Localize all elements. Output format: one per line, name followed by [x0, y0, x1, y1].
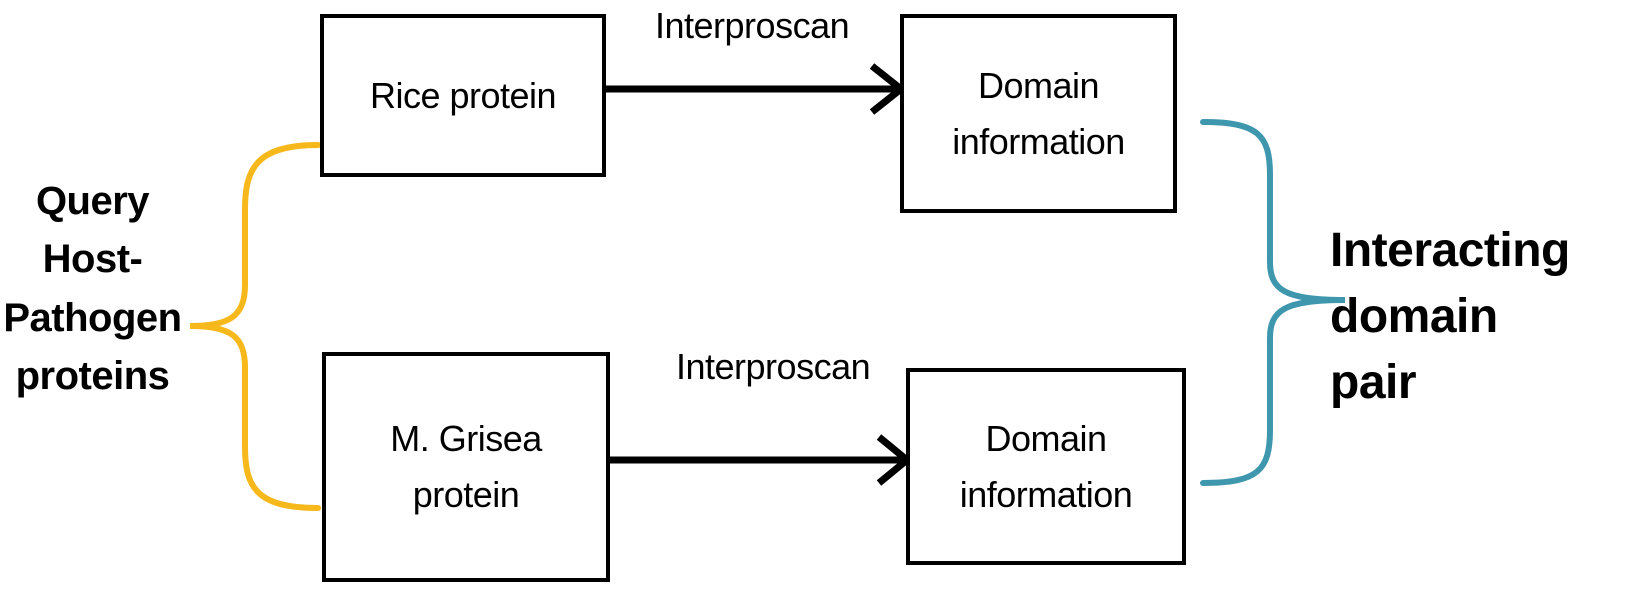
edge-label-bottom: Interproscan — [676, 346, 871, 387]
rice-domain-label-line2: information — [952, 120, 1125, 162]
rice-domain-info-box: Domain information — [900, 14, 1177, 213]
grisea-protein-box: M. Grisea protein — [322, 352, 610, 582]
query-label-line1: Query — [35, 179, 150, 223]
grisea-domain-label-line1: Domain — [985, 417, 1107, 459]
edge-label-top: Interproscan — [655, 5, 850, 46]
rice-protein-box: Rice protein — [320, 14, 606, 177]
interacting-label-line3: pair — [1330, 356, 1417, 410]
rice-protein-label: Rice protein — [369, 74, 557, 116]
grisea-domain-info-box: Domain information — [906, 368, 1186, 565]
interacting-group-label: Interacting domain pair — [1330, 218, 1620, 417]
grisea-protein-label-line1: M. Grisea — [390, 418, 542, 460]
query-group-label: Query Host- Pathogen proteins — [0, 172, 185, 406]
rice-domain-label-line1: Domain — [977, 64, 1100, 106]
query-label-line3: Pathogen — [3, 295, 182, 340]
interacting-brace — [1200, 119, 1346, 486]
interacting-label-line1: Interacting — [1330, 224, 1570, 277]
grisea-domain-label-line2: information — [959, 473, 1133, 515]
query-label-line4: proteins — [15, 354, 170, 399]
query-brace — [189, 142, 321, 511]
interacting-label-line2: domain — [1330, 290, 1498, 344]
grisea-protein-label-line2: protein — [412, 474, 520, 515]
query-label-line2: Host- — [42, 237, 143, 282]
